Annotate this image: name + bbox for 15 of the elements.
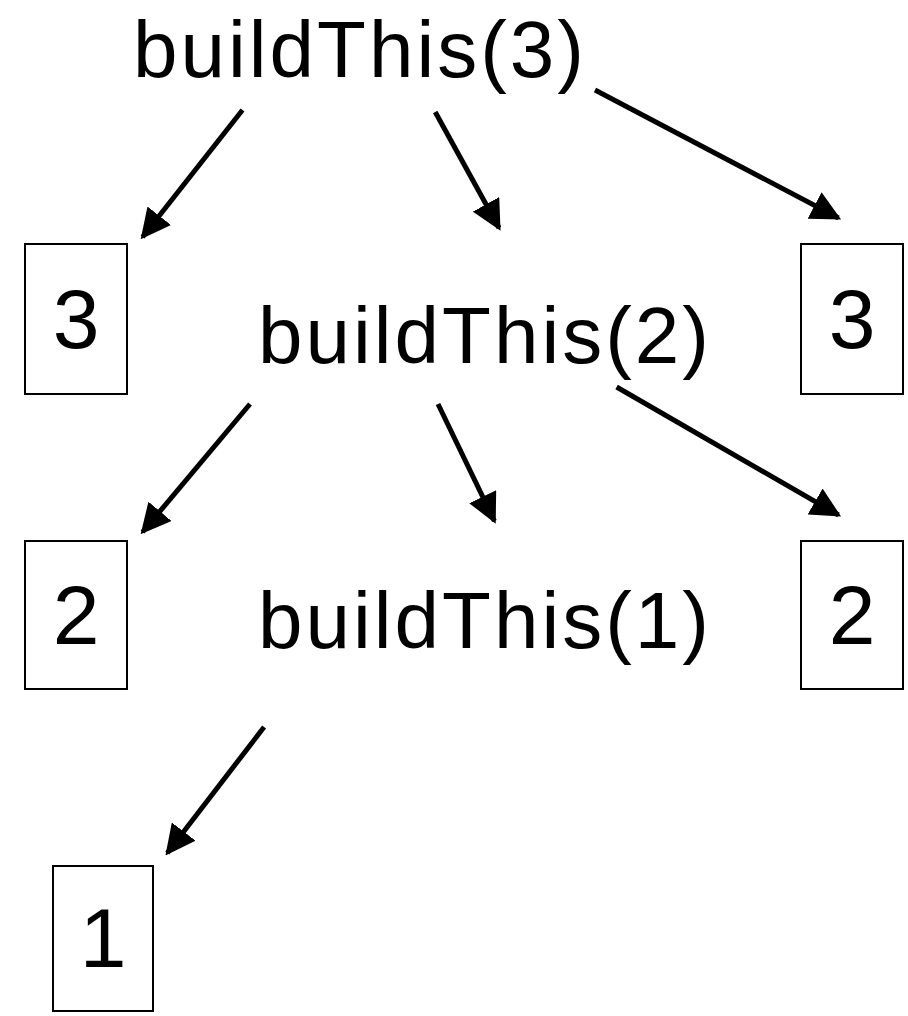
value-box: 2 [800, 540, 904, 690]
value-box: 3 [800, 243, 904, 395]
arrow [593, 87, 842, 221]
arrow [140, 108, 245, 240]
function-call: buildThis(2) [258, 290, 712, 382]
arrow [165, 725, 267, 856]
function-call: buildThis(1) [258, 575, 712, 667]
arrow [140, 402, 252, 535]
arrow [615, 384, 842, 518]
value-box: 3 [24, 243, 128, 395]
arrow [435, 402, 497, 524]
value-box: 1 [52, 865, 154, 1012]
function-call: buildThis(3) [133, 4, 587, 96]
arrow [433, 110, 502, 231]
value-box: 2 [24, 540, 128, 690]
